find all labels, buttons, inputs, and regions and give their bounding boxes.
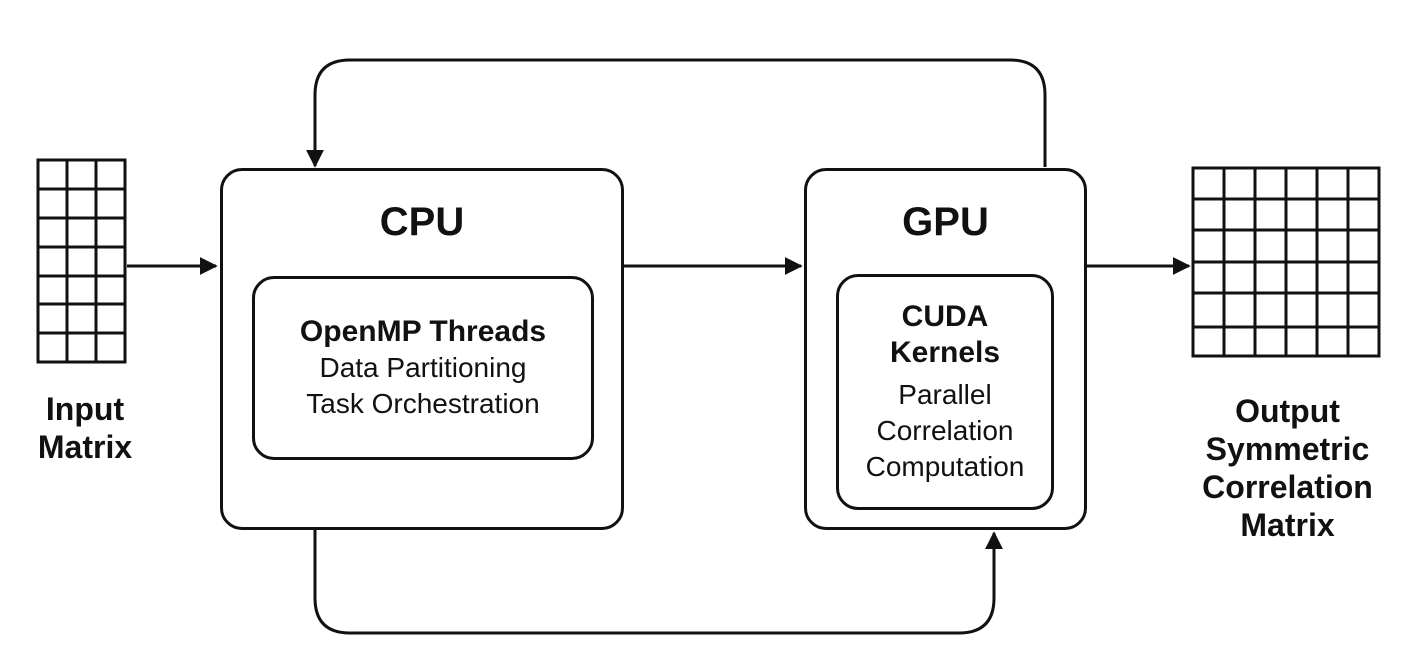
openmp-threads-box: OpenMP Threads Data Partitioning Task Or… xyxy=(252,276,594,460)
input-label-line2: Matrix xyxy=(37,429,133,465)
output-label-line3: Correlation xyxy=(1202,469,1373,505)
output-label-line1: Output xyxy=(1235,393,1340,429)
gpu-title: GPU xyxy=(902,200,989,244)
input-matrix-icon xyxy=(36,158,127,364)
cuda-kernels-box: CUDA Kernels Parallel Correlation Comput… xyxy=(836,274,1054,510)
cpu-item-data-partitioning: Data Partitioning xyxy=(319,352,527,383)
cpu-title: CPU xyxy=(379,200,465,244)
output-matrix-icon xyxy=(1191,166,1381,358)
cpu-item-task-orchestration: Task Orchestration xyxy=(306,388,540,419)
loop-arrow-cpu-to-gpu xyxy=(313,530,1003,635)
gpu-item-correlation: Correlation xyxy=(876,415,1014,446)
input-label-line1: Input xyxy=(45,391,125,427)
output-label-line4: Matrix xyxy=(1240,507,1335,543)
openmp-threads-title: OpenMP Threads xyxy=(299,315,547,348)
feedback-arrow-gpu-to-cpu xyxy=(306,58,1047,168)
cpu-box xyxy=(220,168,624,530)
cuda-kernels-title-line2: Kernels xyxy=(889,336,1001,369)
gpu-item-computation: Computation xyxy=(865,451,1025,482)
output-matrix-label: Output Symmetric Correlation Matrix xyxy=(1180,392,1395,544)
gpu-item-parallel: Parallel xyxy=(898,379,992,410)
input-matrix-label: Input Matrix xyxy=(5,390,165,466)
cuda-kernels-title-line1: CUDA xyxy=(901,300,989,333)
gpu-box xyxy=(804,168,1087,530)
output-label-line2: Symmetric xyxy=(1205,431,1370,467)
